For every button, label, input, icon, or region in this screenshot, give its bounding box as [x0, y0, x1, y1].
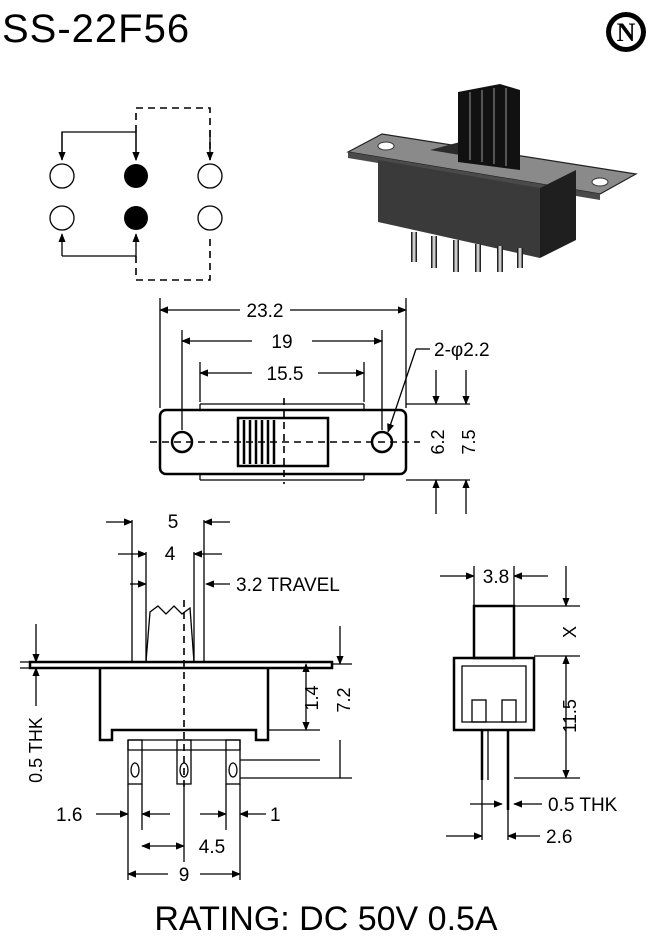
dim-thk-left: 0.5 THK [26, 717, 46, 783]
dim-inner-height: 6.2 [428, 429, 448, 454]
dim-side-2-6: 2.6 [546, 827, 572, 848]
top-view [150, 298, 470, 514]
dim-side-11-5: 11.5 [560, 699, 580, 733]
dim-pin-1-6: 1.6 [56, 805, 82, 826]
dim-pin-1: 1 [270, 805, 281, 826]
dim-actuator-5: 5 [168, 512, 179, 533]
dim-slot-length: 15.5 [267, 364, 304, 385]
dim-actuator-4: 4 [165, 544, 176, 565]
dim-height-7-2: 7.2 [334, 687, 354, 712]
dim-hole-diameter: 2-φ2.2 [434, 340, 490, 361]
dim-side-3-8: 3.8 [483, 567, 509, 588]
dim-thk-right: 0.5 THK [548, 795, 618, 816]
rating-text: RATING: DC 50V 0.5A [154, 900, 498, 938]
dim-overall-length: 23.2 [247, 301, 284, 322]
dim-outer-height: 7.5 [459, 429, 479, 454]
product-illustration [346, 84, 638, 272]
dim-hole-spacing: 19 [271, 332, 292, 353]
dim-side-x: X [560, 626, 580, 638]
dim-pitch-4-5: 4.5 [199, 837, 225, 858]
dim-travel: 3.2 TRAVEL [236, 575, 340, 596]
brand-logo: N [606, 12, 646, 52]
dim-span-9: 9 [179, 865, 190, 886]
side-view [440, 566, 580, 840]
logo-letter: N [617, 18, 636, 47]
dim-height-1-4: 1.4 [302, 685, 322, 710]
switch-schematic [49, 107, 223, 281]
part-title: SS-22F56 [2, 7, 190, 51]
front-view [20, 518, 352, 880]
